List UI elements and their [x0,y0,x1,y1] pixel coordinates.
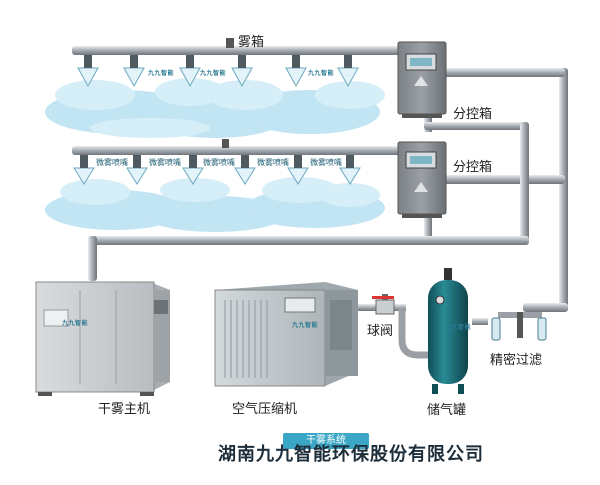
sub-control-box-lower [397,141,447,218]
brand-mark: 九九智能 [200,70,227,77]
gas-storage-tank [428,268,468,394]
mist-cloud-lower [45,177,385,232]
ball-valve-label: 球阀 [367,324,394,339]
pipe-network [88,68,568,359]
upper-mist-box-valve [226,38,234,48]
sub-control-box-label-upper: 分控箱 [453,107,493,122]
sub-control-box-label-lower: 分控箱 [453,160,493,175]
brand-mark: 九九智能 [308,70,335,77]
brand-mark: 九九智能 [148,70,175,77]
lower-line-valve [222,139,229,148]
ball-valve [372,294,395,315]
mist-cloud-upper [45,78,385,138]
precision-filter [491,312,547,341]
sub-control-box-upper [397,41,447,118]
brand-mark: 九九智能 [292,322,319,329]
lower-nozzles [73,155,361,185]
nozzle-label: 微雾喷嘴 [203,158,235,167]
mist-box-label: 雾箱 [238,35,265,50]
nozzle-label: 微雾喷嘴 [96,158,128,167]
bottom-title-badge: 干雾系统 [283,433,369,449]
nozzle-label: 微雾喷嘴 [310,158,342,167]
brand-mark: 九九智能 [445,324,472,331]
air-compressor-label: 空气压缩机 [232,402,298,417]
upper-spray-pipe [72,46,402,55]
nozzle-label: 微雾喷嘴 [257,158,289,167]
precision-filter-label: 精密过滤 [490,353,543,368]
company-name: 湖南九九智能环保股份有限公司 [218,444,484,465]
gas-tank-label: 储气罐 [427,403,467,418]
air-compressor [214,282,358,387]
brand-mark: 九九智能 [62,320,89,327]
nozzle-label: 微雾喷嘴 [149,158,181,167]
lower-spray-pipe [72,146,400,155]
dry-fog-host-label: 干雾主机 [98,402,151,417]
dry-fog-host [35,281,170,396]
upper-nozzles [77,55,359,88]
